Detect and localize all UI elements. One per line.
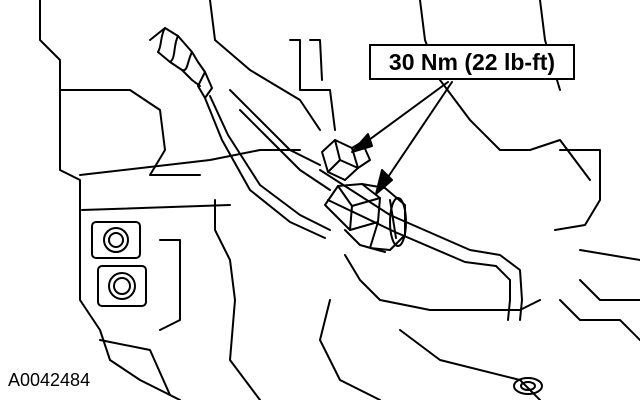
torque-spec-label: 30 Nm (22 lb-ft) xyxy=(388,48,556,75)
torque-spec-callout: 30 Nm (22 lb-ft) xyxy=(369,44,575,80)
bracket-bolt xyxy=(513,377,543,395)
leader-line-lower xyxy=(381,81,453,187)
body-panel-outlines xyxy=(39,0,640,400)
fitting-nut-lower xyxy=(324,183,407,253)
sensor-connector xyxy=(149,27,331,239)
callout-leaders xyxy=(351,81,453,195)
leader-line-upper xyxy=(357,81,449,149)
fuel-line-tube xyxy=(229,89,523,321)
mounting-hole-upper xyxy=(91,221,141,259)
arrowhead-lower xyxy=(375,169,393,195)
mounting-hole-lower xyxy=(97,265,147,307)
arrowhead-upper xyxy=(351,133,373,153)
figure-reference-number: A0042484 xyxy=(8,370,91,390)
